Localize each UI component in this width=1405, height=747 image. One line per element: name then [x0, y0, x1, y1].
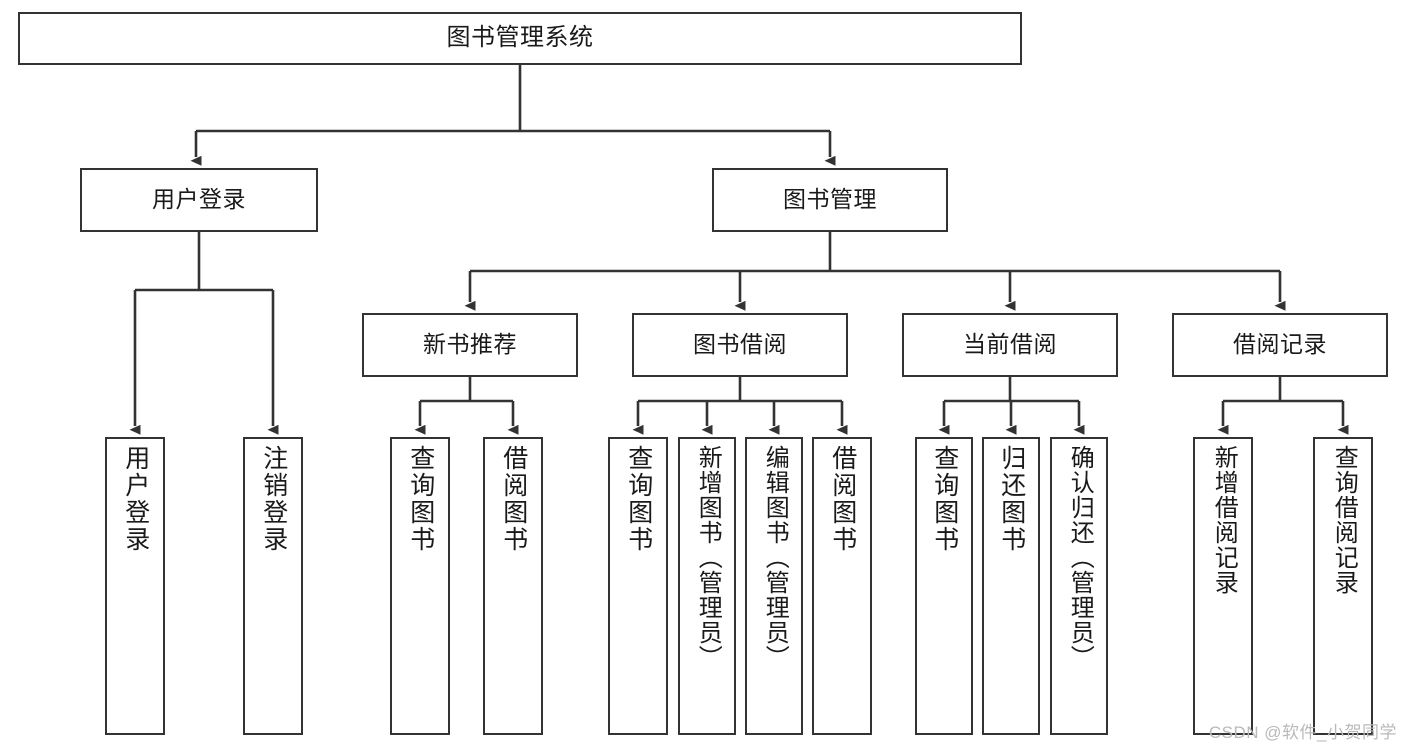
node-user-login[interactable]: 用户登录 — [80, 168, 318, 232]
watermark: CSDN @软件_小贺同学 — [1208, 723, 1397, 742]
node-label: 用户登录 — [152, 186, 246, 213]
node-label: 当前借阅 — [963, 331, 1057, 358]
node-label: 归还图书 — [997, 445, 1026, 553]
leaf-record-search[interactable]: 查询借阅记录 — [1313, 437, 1373, 735]
node-label: 借阅记录 — [1233, 331, 1327, 358]
leaf-borrow-add-book-admin[interactable]: 新增图书（管理员） — [678, 437, 736, 735]
node-label: 查询图书 — [406, 445, 435, 553]
node-label: 图书管理系统 — [446, 24, 594, 52]
leaf-borrow-query-book[interactable]: 查询图书 — [608, 437, 668, 735]
node-label: 图书管理 — [783, 186, 877, 213]
leaf-current-return-book[interactable]: 归还图书 — [982, 437, 1040, 735]
node-current-borrow[interactable]: 当前借阅 — [902, 313, 1118, 377]
node-label: 借阅图书 — [828, 445, 857, 553]
leaf-recommend-borrow-book[interactable]: 借阅图书 — [483, 437, 543, 735]
leaf-record-add[interactable]: 新增借阅记录 — [1193, 437, 1253, 735]
node-label: 查询图书 — [624, 445, 653, 553]
node-label: 查询图书 — [930, 445, 959, 553]
node-book-borrow[interactable]: 图书借阅 — [632, 313, 848, 377]
leaf-borrow-lend-book[interactable]: 借阅图书 — [812, 437, 872, 735]
leaf-borrow-edit-book-admin[interactable]: 编辑图书（管理员） — [745, 437, 803, 735]
node-new-book-recommend[interactable]: 新书推荐 — [362, 313, 578, 377]
node-label: 图书借阅 — [693, 331, 787, 358]
node-label: 编辑图书（管理员） — [761, 445, 789, 670]
node-root-system[interactable]: 图书管理系统 — [18, 12, 1022, 65]
node-label: 注销登录 — [259, 445, 288, 553]
node-label: 查询借阅记录 — [1330, 445, 1358, 595]
leaf-current-confirm-return-admin[interactable]: 确认归还（管理员） — [1050, 437, 1108, 735]
node-borrow-record[interactable]: 借阅记录 — [1172, 313, 1388, 377]
leaf-recommend-query-book[interactable]: 查询图书 — [390, 437, 450, 735]
leaf-user-login[interactable]: 用户登录 — [105, 437, 165, 735]
node-label: 新书推荐 — [423, 331, 517, 358]
node-label: 新增图书（管理员） — [694, 445, 722, 670]
node-label: 借阅图书 — [499, 445, 528, 553]
node-label: 确认归还（管理员） — [1066, 445, 1094, 670]
node-label: 用户登录 — [121, 445, 150, 553]
node-book-manage[interactable]: 图书管理 — [712, 168, 948, 232]
node-label: 新增借阅记录 — [1210, 445, 1238, 595]
leaf-current-query-book[interactable]: 查询图书 — [915, 437, 973, 735]
leaf-user-logout[interactable]: 注销登录 — [243, 437, 303, 735]
